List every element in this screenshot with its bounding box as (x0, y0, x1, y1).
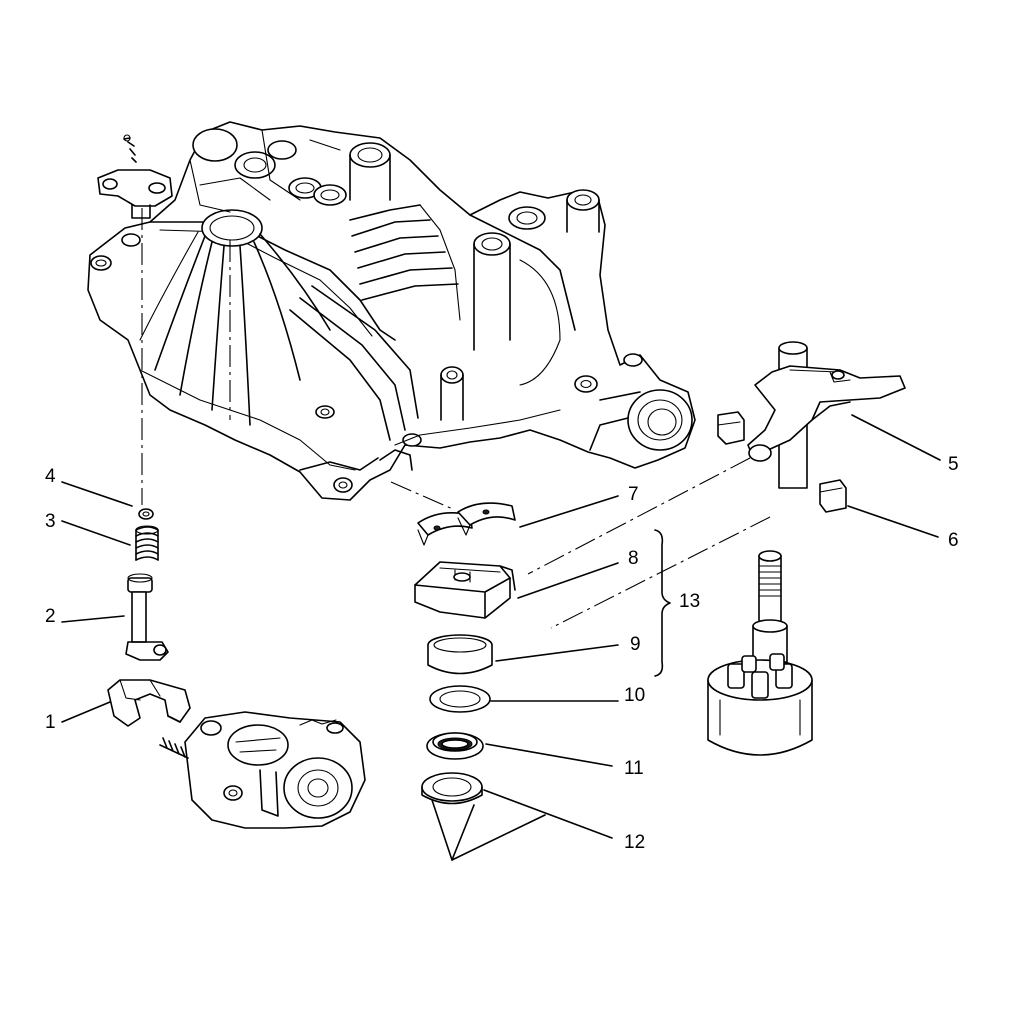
callout-label-12: 12 (624, 832, 645, 853)
part-6-slider-block (819, 479, 847, 513)
callout-label-3: 3 (45, 511, 56, 532)
bolt-pin-small (123, 134, 137, 163)
callout-label-7: 7 (628, 484, 639, 505)
part-5-shift-fork (747, 341, 906, 489)
callout-label-6: 6 (948, 530, 959, 551)
centerline-left (141, 208, 231, 505)
callout-label-2: 2 (45, 606, 56, 627)
transaxle-housing (87, 121, 696, 501)
callout-label-13: 13 (679, 591, 700, 612)
callout-10: 10 (490, 685, 645, 706)
slide-shoe-upper (717, 411, 745, 445)
part-12-washer (421, 772, 483, 805)
part-10-washer (429, 685, 491, 713)
center-section-pump (159, 711, 366, 829)
callout-4: 4 (45, 466, 133, 507)
callout-1: 1 (45, 701, 111, 733)
callout-3: 3 (45, 511, 131, 546)
callout-6: 6 (847, 505, 959, 551)
part-2-valve-pin (125, 573, 169, 661)
part-11-seal (426, 732, 484, 760)
callout-5: 5 (851, 414, 959, 475)
callout-label-5: 5 (948, 454, 959, 475)
callout-9: 9 (495, 634, 641, 662)
callout-11: 11 (485, 743, 644, 779)
bracket-plate (97, 169, 173, 219)
part-8-block (414, 561, 516, 619)
callout-13: 13 (654, 529, 700, 677)
callout-label-4: 4 (45, 466, 56, 487)
callout-label-1: 1 (45, 712, 56, 733)
callout-label-10: 10 (624, 685, 645, 706)
part-3-spring (135, 525, 159, 561)
callout-label-11: 11 (624, 758, 644, 779)
cylinder-block-assembly (707, 550, 813, 756)
part-1-bracket (107, 679, 191, 727)
part-9-ring (427, 634, 493, 675)
callout-7: 7 (519, 484, 639, 528)
callout-12: 12 (431, 789, 645, 861)
part-4-retaining-ring (138, 508, 154, 520)
part-7-bearing-halves (417, 502, 516, 546)
callout-label-8: 8 (628, 548, 639, 569)
callout-8: 8 (517, 548, 639, 599)
callout-label-9: 9 (630, 634, 641, 655)
callout-2: 2 (45, 606, 125, 627)
assembly-center-lines (390, 457, 771, 629)
